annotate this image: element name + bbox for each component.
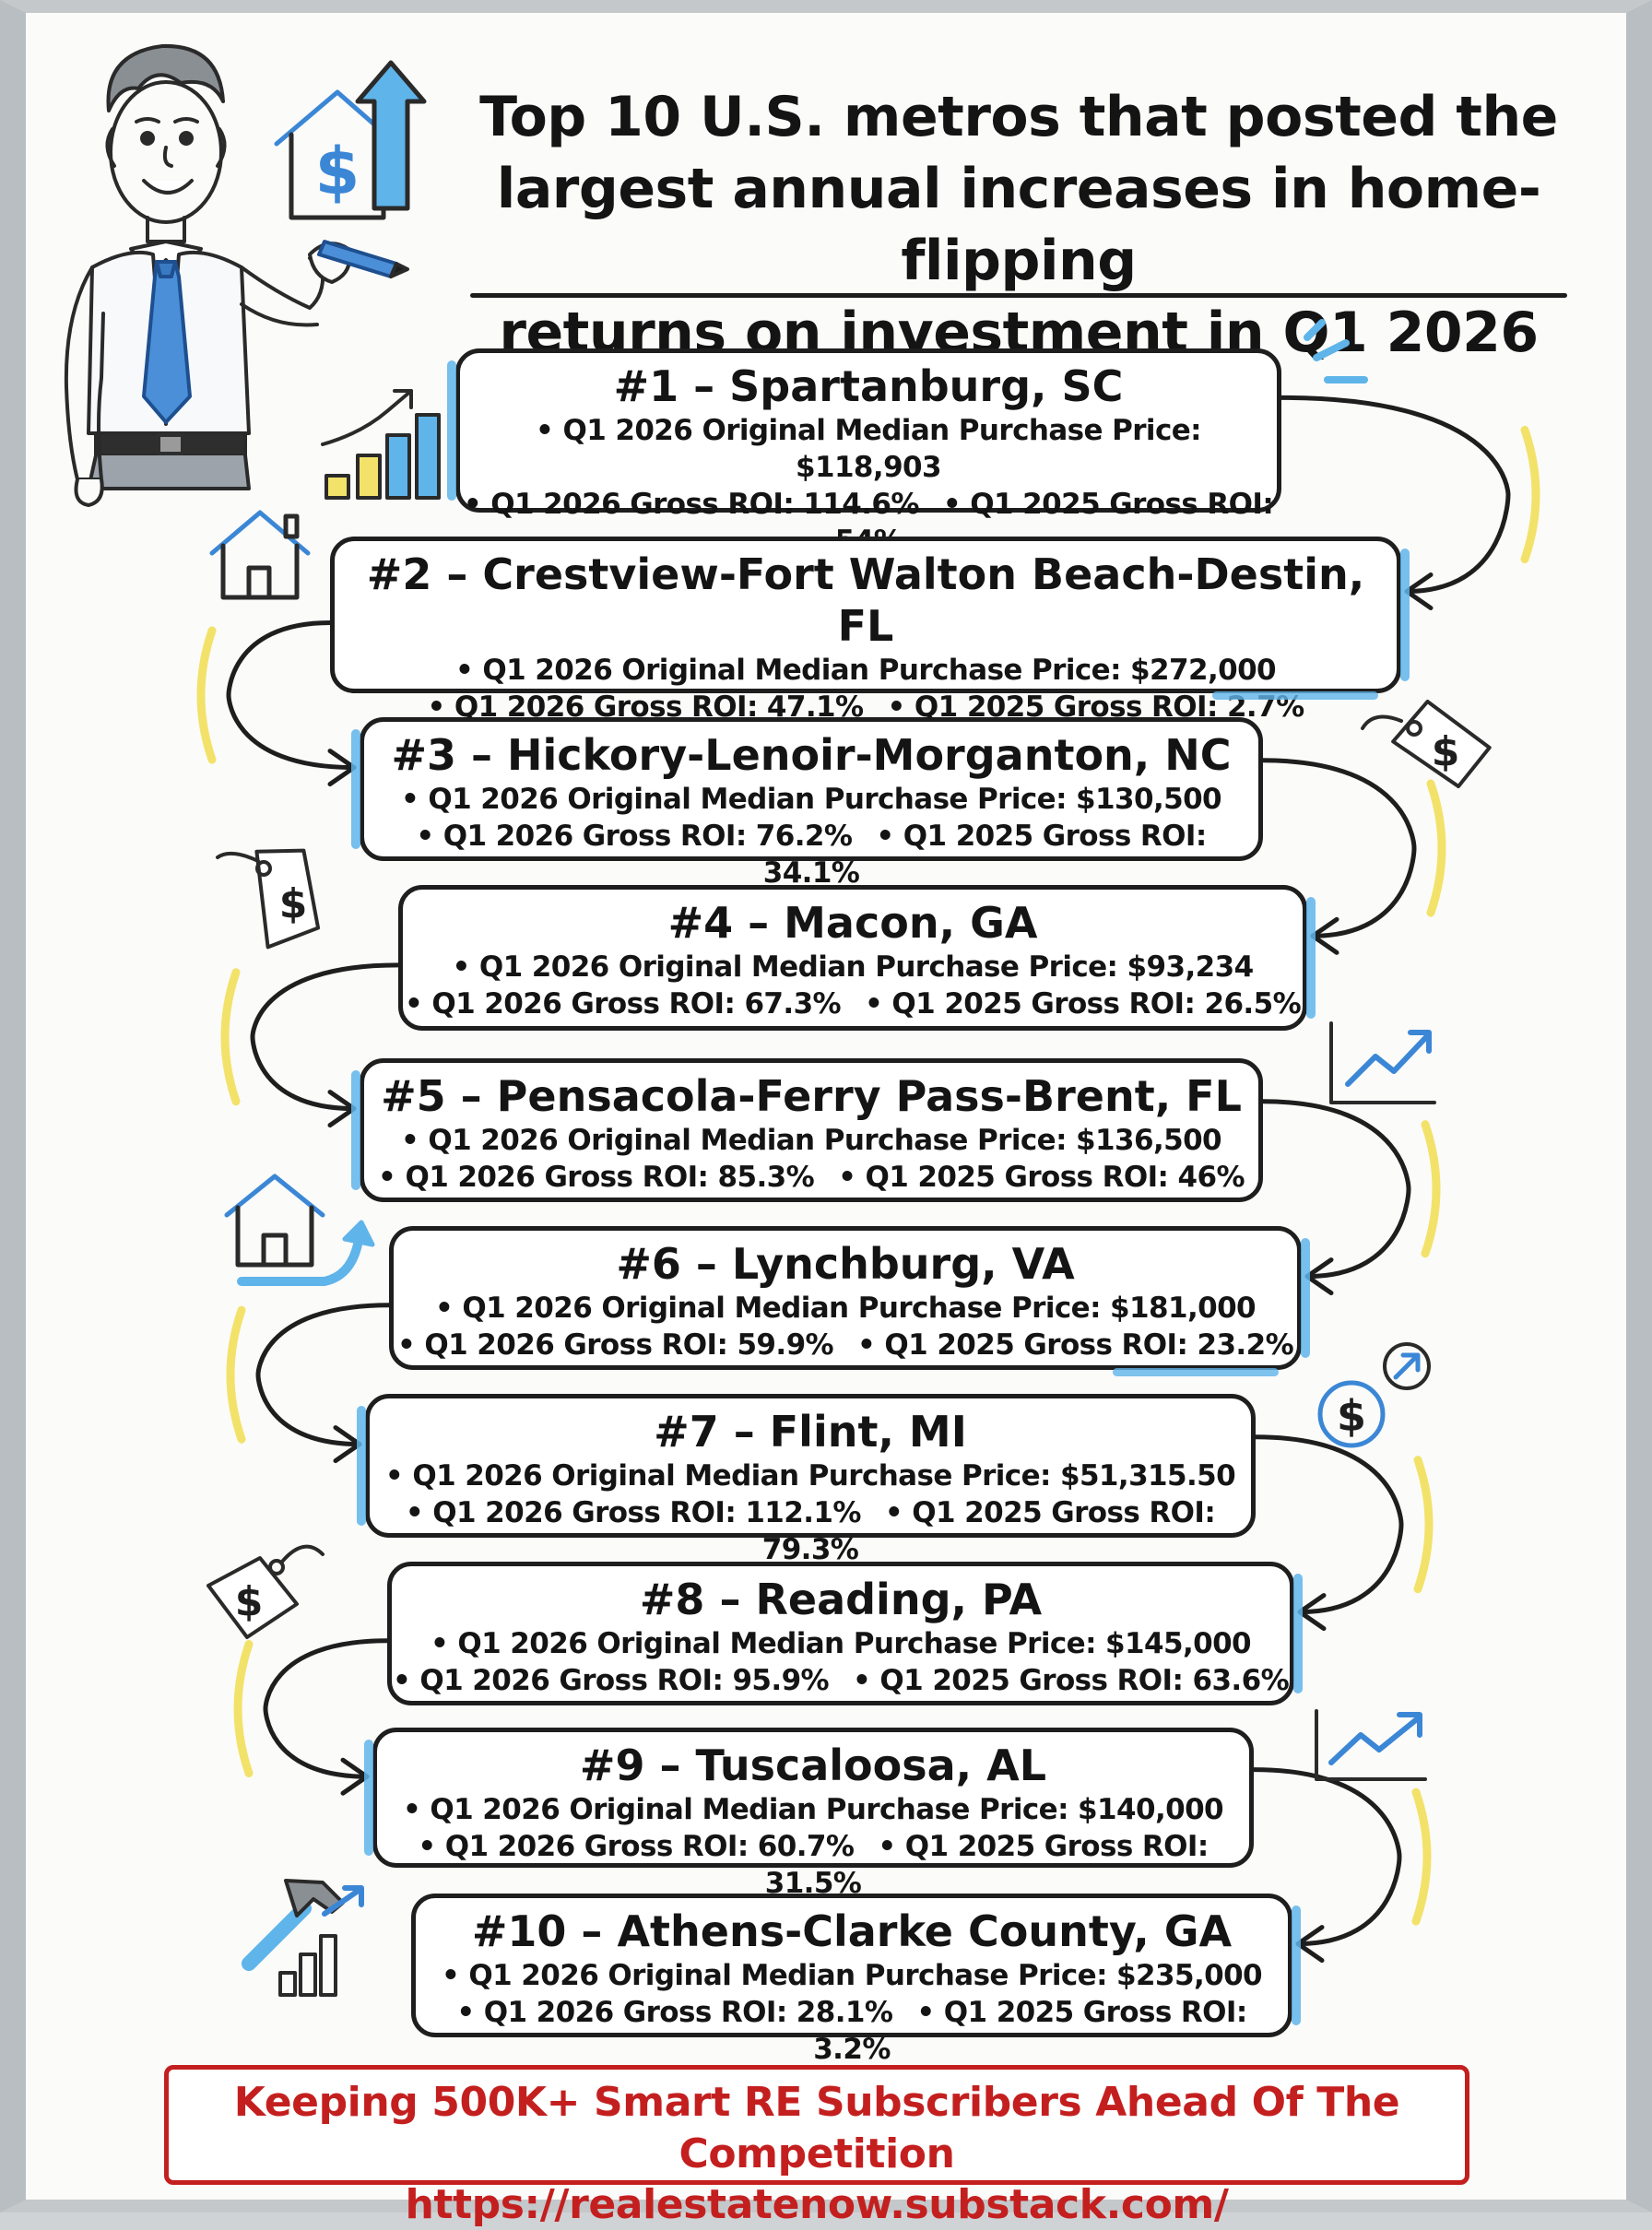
connector-arrow (1251, 1767, 1402, 1947)
metro-price: • Q1 2026 Original Median Purchase Price… (434, 1292, 1257, 1325)
metro-card-10: #10 – Athens-Clarke County, GA • Q1 2026… (411, 1894, 1301, 2066)
yellow-accent-arc (233, 1640, 254, 1777)
highlight-mark (1400, 549, 1410, 681)
metro-roi: • Q1 2026 Gross ROI: 76.2%• Q1 2025 Gros… (416, 820, 1207, 890)
highlight-mark (1301, 1238, 1310, 1358)
metro-price: • Q1 2026 Original Median Purchase Price… (454, 654, 1277, 687)
metro-roi: • Q1 2026 Gross ROI: 60.7%• Q1 2025 Gros… (418, 1830, 1209, 1900)
metro-name: #10 – Athens-Clarke County, GA (471, 1906, 1233, 1956)
metro-price: • Q1 2026 Original Median Purchase Price… (452, 950, 1254, 984)
metro-card-7: #7 – Flint, MI • Q1 2026 Original Median… (357, 1394, 1256, 1566)
highlight-mark (1293, 1574, 1303, 1693)
yellow-accent-arc (1426, 779, 1446, 917)
highlight-mark (1292, 1906, 1301, 2025)
highlight-mark (1212, 691, 1378, 700)
metro-name: #9 – Tuscaloosa, AL (579, 1740, 1047, 1790)
title-underline (470, 293, 1567, 298)
metro-card-2: #2 – Crestview-Fort Walton Beach-Destin,… (330, 537, 1410, 724)
metro-price: • Q1 2026 Original Median Purchase Price… (536, 414, 1202, 484)
metro-name: #6 – Lynchburg, VA (616, 1239, 1075, 1289)
highlight-mark (357, 1406, 366, 1526)
metro-roi: • Q1 2026 Gross ROI: 59.9%• Q1 2025 Gros… (396, 1328, 1294, 1362)
metro-card-5: #5 – Pensacola-Ferry Pass-Brent, FL • Q1… (351, 1058, 1263, 1202)
highlight-mark (447, 360, 456, 501)
metro-price: • Q1 2026 Original Median Purchase Price… (400, 1124, 1222, 1157)
yellow-accent-arc (196, 626, 217, 764)
highlight-mark (364, 1740, 373, 1856)
metro-roi: • Q1 2026 Gross ROI: 95.9%• Q1 2025 Gros… (392, 1664, 1290, 1697)
metro-card-1: #1 – Spartanburg, SC • Q1 2026 Original … (447, 348, 1281, 558)
metro-name: #4 – Macon, GA (667, 898, 1038, 948)
metro-name: #2 – Crestview-Fort Walton Beach-Destin,… (366, 549, 1365, 651)
metro-roi: • Q1 2026 Gross ROI: 114.6%• Q1 2025 Gro… (463, 488, 1274, 558)
metro-card-6: #6 – Lynchburg, VA • Q1 2026 Original Me… (389, 1226, 1310, 1376)
yellow-accent-arc (1411, 1788, 1432, 1926)
metro-roi: • Q1 2026 Gross ROI: 112.1%• Q1 2025 Gro… (405, 1496, 1216, 1566)
metro-price: • Q1 2026 Original Median Purchase Price… (402, 1793, 1224, 1826)
yellow-accent-arc (220, 968, 241, 1106)
title-line-1: Top 10 U.S. metros that posted the (479, 85, 1558, 149)
yellow-accent-arc (226, 1305, 246, 1444)
footer-url[interactable]: https://realestatenow.substack.com/ (405, 2181, 1229, 2228)
metro-price: • Q1 2026 Original Median Purchase Price… (441, 1959, 1263, 1992)
metro-name: #7 – Flint, MI (654, 1407, 967, 1457)
title-line-2: largest annual increases in home-flippin… (496, 157, 1541, 293)
highlight-mark (351, 729, 360, 849)
connector-arrow (226, 620, 357, 771)
highlight-mark (1306, 897, 1316, 1019)
connector-arrow (250, 962, 401, 1112)
metro-name: #8 – Reading, PA (639, 1575, 1043, 1624)
metro-price: • Q1 2026 Original Median Purchase Price… (400, 783, 1222, 816)
highlight-mark (1113, 1368, 1279, 1376)
metro-card-9: #9 – Tuscaloosa, AL • Q1 2026 Original M… (364, 1728, 1254, 1900)
metro-card-8: #8 – Reading, PA • Q1 2026 Original Medi… (387, 1562, 1303, 1705)
metro-roi: • Q1 2026 Gross ROI: 67.3%• Q1 2025 Gros… (404, 987, 1302, 1021)
footer-banner: Keeping 500K+ Smart RE Subscribers Ahead… (164, 2065, 1469, 2228)
metro-name: #5 – Pensacola-Ferry Pass-Brent, FL (381, 1071, 1242, 1121)
yellow-accent-arc (1520, 425, 1540, 563)
metro-card-3: #3 – Hickory-Lenoir-Morganton, NC • Q1 2… (351, 717, 1263, 890)
metro-name: #3 – Hickory-Lenoir-Morganton, NC (391, 730, 1232, 780)
page-title: Top 10 U.S. metros that posted the large… (433, 81, 1604, 369)
metro-price: • Q1 2026 Original Median Purchase Price… (384, 1459, 1236, 1493)
connector-arrow (263, 1638, 390, 1779)
footer-tagline: Keeping 500K+ Smart RE Subscribers Ahead… (233, 2079, 1400, 2177)
connector-arrow (1260, 758, 1417, 938)
connector-arrow (1279, 395, 1511, 594)
highlight-mark (351, 1070, 360, 1190)
metro-card-4: #4 – Macon, GA • Q1 2026 Original Median… (398, 885, 1316, 1031)
connector-arrow (255, 1303, 392, 1447)
metro-roi: • Q1 2026 Gross ROI: 28.1%• Q1 2025 Gros… (456, 1996, 1247, 2066)
connector-arrow (1260, 1099, 1411, 1280)
yellow-accent-arc (1413, 1456, 1434, 1594)
metro-roi: • Q1 2026 Gross ROI: 85.3%• Q1 2025 Gros… (378, 1161, 1245, 1194)
yellow-accent-arc (1421, 1120, 1441, 1258)
connector-arrow (1253, 1434, 1404, 1615)
metro-name: #1 – Spartanburg, SC (613, 361, 1124, 411)
metro-price: • Q1 2026 Original Median Purchase Price… (430, 1627, 1252, 1660)
